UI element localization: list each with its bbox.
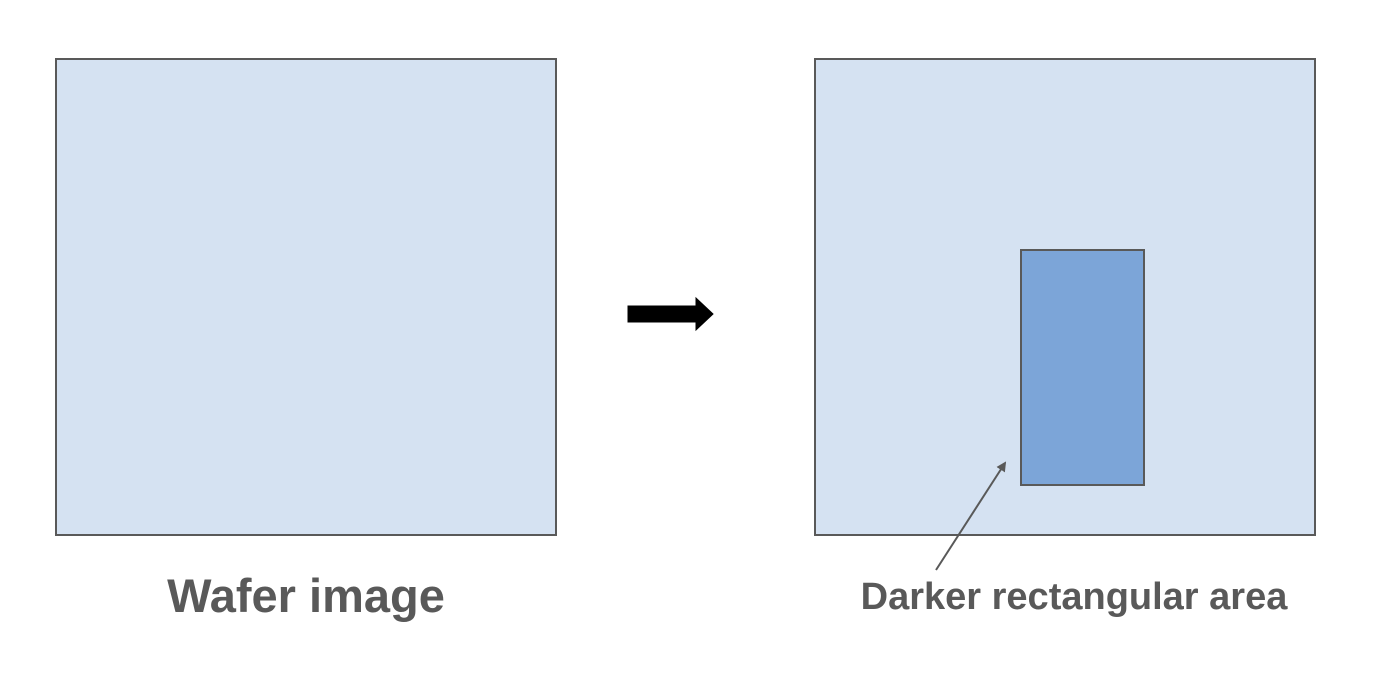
- darker-rectangular-area: [1020, 249, 1145, 486]
- wafer-image-box: [55, 58, 557, 536]
- wafer-image-caption: Wafer image: [167, 569, 445, 622]
- darker-area-caption: Darker rectangular area: [860, 576, 1288, 618]
- right-arrow-icon: [627, 296, 714, 332]
- pointer-arrow-icon: [935, 461, 1007, 571]
